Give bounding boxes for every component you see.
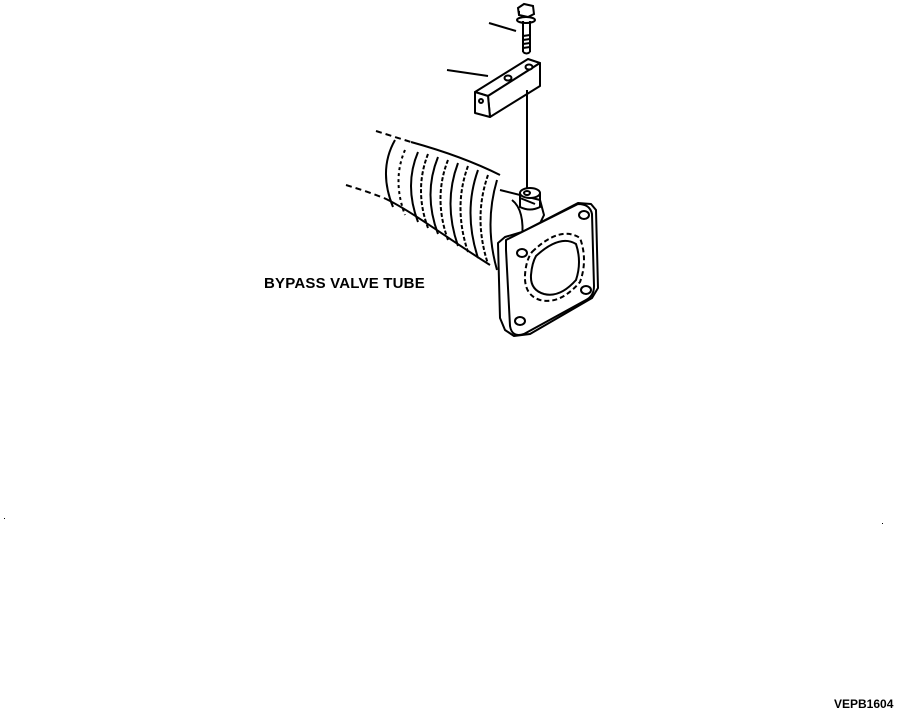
page-mark-left xyxy=(4,518,5,519)
figure-code: VEPB1604 xyxy=(834,697,894,711)
bracket xyxy=(474,58,541,118)
mounting-boss xyxy=(519,187,541,211)
bypass-valve-tube-label: BYPASS VALVE TUBE xyxy=(264,275,425,292)
tube-flange xyxy=(497,202,599,337)
page-mark-right xyxy=(882,523,883,524)
bracket-leader-line xyxy=(446,69,489,77)
bolt-leader-line xyxy=(488,22,517,32)
bolt xyxy=(516,2,536,55)
